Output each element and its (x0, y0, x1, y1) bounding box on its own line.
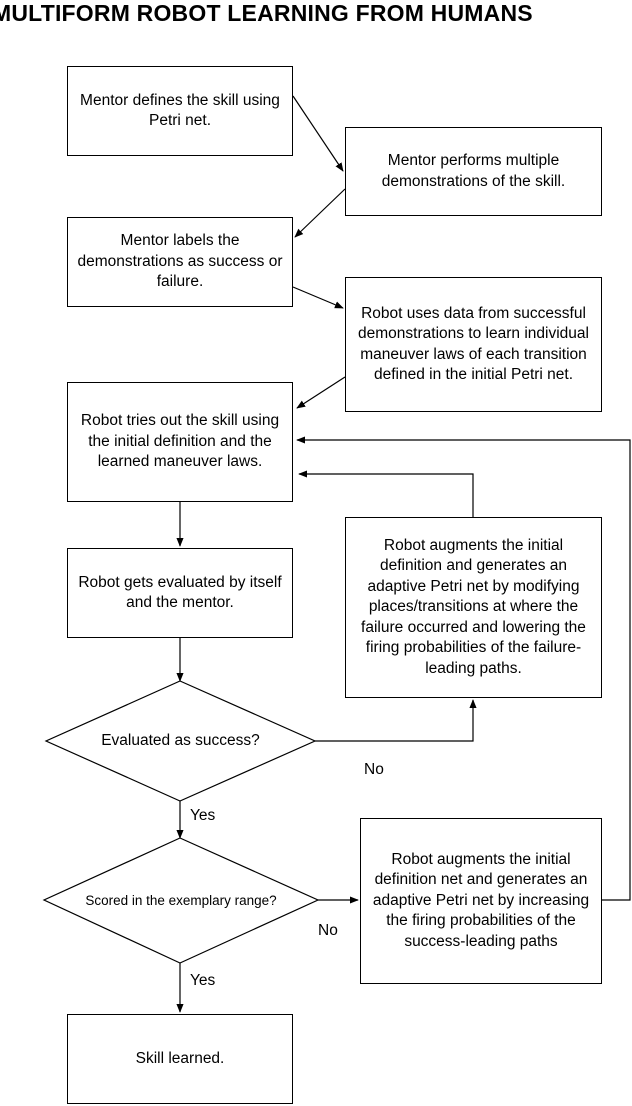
node-define-skill-text: Mentor defines the skill using Petri net… (80, 91, 280, 130)
arrow-learn-to-tryout (296, 376, 346, 409)
node-augment-on-failure-text: Robot augments the initial definition an… (361, 536, 586, 677)
arrow-augment-failure-to-tryout (298, 470, 474, 517)
arrow-label-to-learn (292, 286, 344, 309)
decision-success-label: Evaluated as success? (101, 732, 260, 749)
node-demonstrate-text: Mentor performs multiple demonstrations … (381, 152, 566, 190)
node-learn-maneuver-laws: Robot uses data from successful demonstr… (345, 277, 602, 412)
node-try-out-skill-text: Robot tries out the skill using the init… (80, 412, 280, 471)
node-demonstrate: Mentor performs multiple demonstrations … (345, 127, 602, 216)
arrow-no-to-augment-failure (315, 699, 477, 742)
node-skill-learned-text: Skill learned. (135, 1049, 225, 1067)
node-evaluate: Robot gets evaluated by itself and the m… (67, 548, 293, 638)
node-augment-on-failure: Robot augments the initial definition an… (345, 517, 602, 698)
decision-success-diamond (44, 680, 317, 802)
arrow-define-to-demonstrate (292, 95, 344, 172)
diagram-title: MULTIFORM ROBOT LEARNING FROM HUMANS (0, 0, 533, 26)
decision-exemplary-diamond (42, 837, 320, 964)
node-try-out-skill: Robot tries out the skill using the init… (67, 382, 293, 502)
edge-label-yes-1: Yes (190, 807, 216, 824)
edge-label-yes-2: Yes (190, 972, 216, 989)
decision-exemplary-label: Scored in the exemplary range? (85, 893, 277, 908)
arrow-demonstrate-to-label (294, 188, 346, 238)
node-label-demonstrations: Mentor labels the demonstrations as succ… (67, 217, 293, 307)
node-augment-on-success: Robot augments the initial definition ne… (360, 818, 602, 984)
node-learn-maneuver-laws-text: Robot uses data from successful demonstr… (358, 304, 589, 384)
arrow-augment-success-to-tryout (296, 436, 631, 901)
edge-label-no-1: No (364, 761, 384, 778)
node-label-demonstrations-text: Mentor labels the demonstrations as succ… (77, 232, 283, 291)
node-skill-learned: Skill learned. (67, 1014, 293, 1104)
node-augment-on-success-text: Robot augments the initial definition ne… (372, 850, 590, 950)
node-evaluate-text: Robot gets evaluated by itself and the m… (78, 573, 282, 612)
node-define-skill: Mentor defines the skill using Petri net… (67, 66, 293, 156)
edge-label-no-2: No (318, 922, 338, 939)
